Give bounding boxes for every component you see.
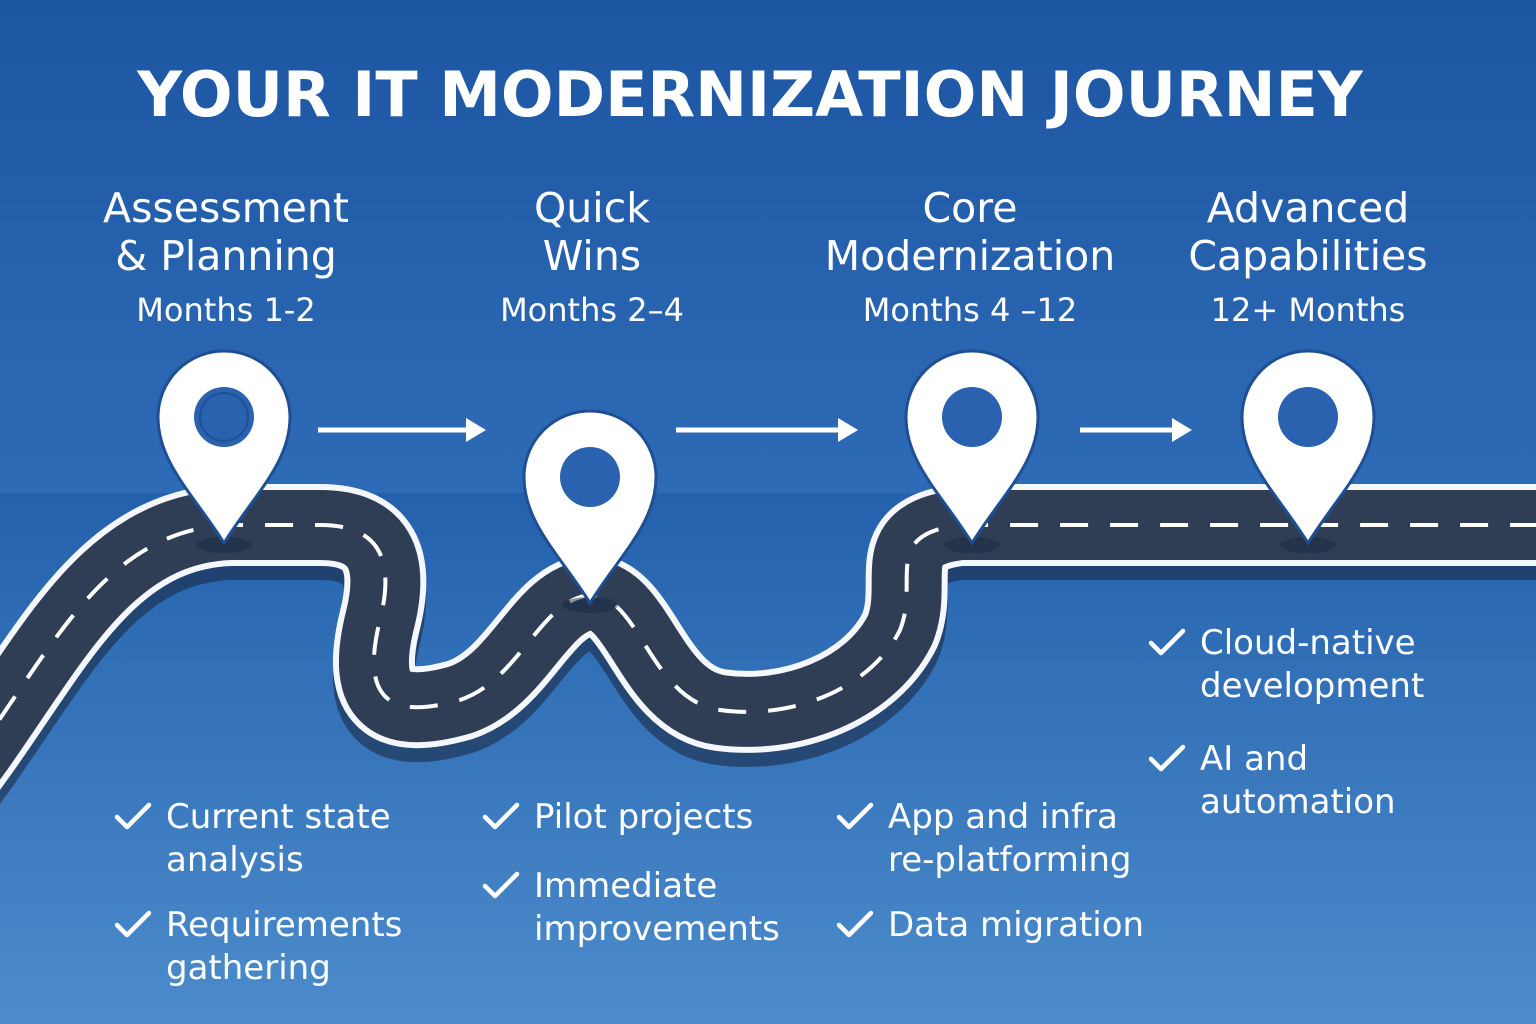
map-pin-icon — [1240, 349, 1376, 553]
phase-assessment-heading: Assessment & Planning Months 1-2 — [46, 184, 406, 330]
list-item-text: Immediate improvements — [534, 866, 780, 949]
checkmark-icon — [836, 802, 874, 830]
checkmark-icon — [836, 910, 874, 938]
list-item: Pilot projects — [482, 796, 812, 839]
phase-name: Advanced — [1206, 184, 1410, 232]
phase-duration: 12+ Months — [1210, 291, 1406, 329]
list-item: Cloud-native development — [1148, 622, 1478, 708]
checkmark-icon — [482, 802, 520, 830]
list-item: AI and automation — [1148, 738, 1478, 824]
list-item-text: Pilot projects — [534, 797, 754, 837]
list-item-text: App and infra re-platforming — [888, 797, 1132, 880]
list-item: Immediate improvements — [482, 865, 812, 951]
list-item-text: AI and automation — [1200, 739, 1396, 822]
phase-quick-wins-checklist: Pilot projects Immediate improvements — [482, 796, 812, 973]
list-item: App and infra re-platforming — [836, 796, 1166, 882]
map-pin-icon — [904, 349, 1040, 553]
phase-name: Core — [922, 184, 1018, 232]
list-item: Requirements gathering — [114, 904, 444, 990]
phase-quick-wins-heading: Quick Wins Months 2–4 — [412, 184, 772, 330]
phase-core-checklist: App and infra re-platforming Data migrat… — [836, 796, 1166, 969]
list-item: Current state analysis — [114, 796, 444, 882]
phase-duration: Months 2–4 — [500, 291, 684, 329]
phase-duration: Months 1-2 — [136, 291, 316, 329]
phase-name: Assessment — [103, 184, 349, 232]
phase-advanced-checklist: Cloud-native development AI and automati… — [1148, 622, 1478, 846]
map-pin-icon — [522, 409, 658, 613]
page-title: YOUR IT MODERNIZATION JOURNEY — [137, 58, 1363, 131]
arrow-right-icon — [1080, 418, 1192, 442]
list-item: Data migration — [836, 904, 1166, 947]
phase-name: Wins — [542, 232, 642, 280]
checkmark-icon — [114, 802, 152, 830]
checkmark-icon — [1148, 628, 1186, 656]
phase-name: & Planning — [115, 232, 337, 280]
map-pin-icon — [156, 349, 292, 553]
phase-name: Quick — [534, 184, 650, 232]
arrow-right-icon — [676, 418, 858, 442]
phase-name: Modernization — [824, 232, 1116, 280]
list-item-text: Cloud-native development — [1200, 623, 1425, 706]
checkmark-icon — [1148, 744, 1186, 772]
phase-advanced-heading: Advanced Capabilities 12+ Months — [1128, 184, 1488, 330]
list-item-text: Data migration — [888, 905, 1145, 945]
list-item-text: Current state analysis — [166, 797, 391, 880]
phase-core-heading: Core Modernization Months 4 –12 — [790, 184, 1150, 330]
list-item-text: Requirements gathering — [166, 905, 403, 988]
winding-road — [0, 484, 1536, 804]
checkmark-icon — [114, 910, 152, 938]
checkmark-icon — [482, 871, 520, 899]
phase-assessment-checklist: Current state analysis Requirements gath… — [114, 796, 444, 1012]
arrow-right-icon — [318, 418, 486, 442]
phase-duration: Months 4 –12 — [862, 291, 1078, 329]
phase-name: Capabilities — [1188, 232, 1428, 280]
